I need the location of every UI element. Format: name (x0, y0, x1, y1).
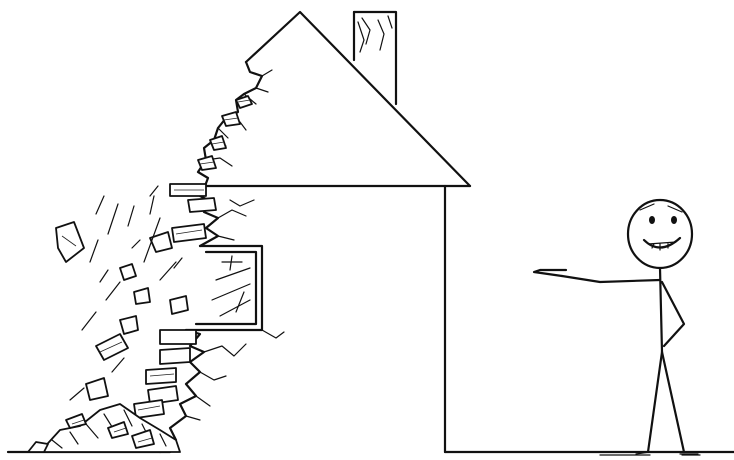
house (158, 10, 472, 454)
rubble-pile (27, 403, 181, 453)
stick-man (532, 198, 699, 455)
stick-man-legs (635, 350, 699, 455)
window (184, 244, 264, 332)
chimney (352, 10, 398, 106)
falling-bricks (55, 183, 217, 419)
stick-man-head (626, 198, 694, 270)
wall-cracks (185, 199, 285, 421)
stick-man-hip-arm (660, 280, 686, 348)
stick-man-pointing-arm (532, 268, 662, 284)
stick-man-torso (658, 266, 664, 354)
debris-streaks (69, 185, 183, 401)
roof-debris (197, 95, 253, 171)
house-wall (158, 184, 447, 454)
